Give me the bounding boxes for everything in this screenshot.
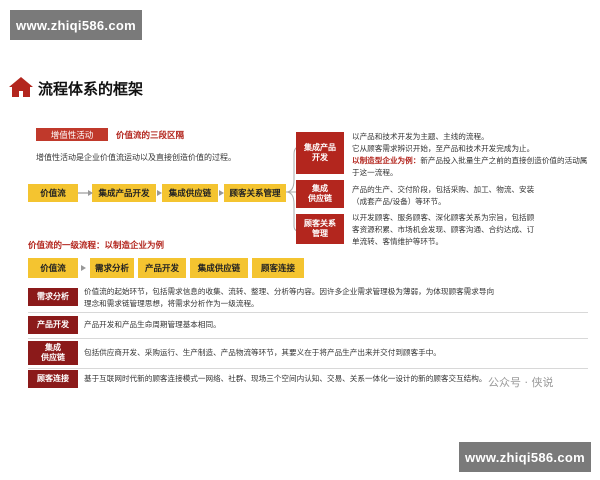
arrow-icon: [78, 190, 93, 196]
detail-customer-label: 顾客连接: [28, 370, 78, 388]
watermark-top: www.zhiqi586.com: [10, 10, 142, 40]
detail-product-label: 产品开发: [28, 316, 78, 334]
level1-product: 产品开发: [138, 258, 186, 278]
divider: [28, 338, 588, 339]
value-activity-subtitle: 价值流的三段区隔: [116, 131, 185, 141]
detail-demand-label: 需求分析: [28, 288, 78, 306]
detail-product-text: 产品开发和产品生命周期管理基本相同。: [84, 320, 221, 329]
arrow-icon: [157, 190, 162, 196]
home-icon: [9, 77, 33, 97]
level1-head: 价值流: [28, 258, 78, 278]
branch-isc-text: 产品的生产、交付阶段，包括采购、加工、物流、安装 （成套产品/设备）等环节。: [352, 185, 535, 206]
branch-crm-text: 以开发顾客、服务顾客、深化顾客关系为宗旨，包括顾 客资源积累、市场机会发现、顾客…: [352, 213, 535, 246]
detail-isc-label: 集成 供应链: [28, 341, 78, 365]
level1-customer: 顾客连接: [252, 258, 304, 278]
social-watermark: 公众号 · 侠说: [488, 376, 554, 389]
level1-demand: 需求分析: [90, 258, 134, 278]
chain-isc: 集成供应链: [162, 184, 218, 202]
detail-customer-text: 基于互联网时代新的顾客连接模式一网络、社群、现场三个空间内认知、交易、关系一体化…: [84, 374, 487, 383]
divider: [28, 368, 588, 369]
detail-isc-text: 包括供应商开发、采购运行、生产制造、产品物流等环节，其要义在于将产品生产出来并交…: [84, 348, 441, 357]
value-activity-desc: 增值性活动是企业价值流运动以及直接创造价值的过程。: [36, 153, 236, 162]
chain-value-stream: 价值流: [28, 184, 78, 202]
branch-isc-label: 集成 供应链: [296, 180, 344, 208]
arrow-icon: [219, 190, 224, 196]
watermark-bottom: www.zhiqi586.com: [459, 442, 591, 472]
page-title: 流程体系的框架: [38, 80, 144, 98]
chain-crm: 顾客关系管理: [224, 184, 286, 202]
level1-title: 价值流的一级流程：以制造企业为例: [28, 241, 165, 251]
value-activity-tag: 增值性活动: [36, 128, 108, 141]
detail-demand-text: 价值流的起始环节，包括需求信息的收集、流转、整理、分析等内容。因许多企业需求管理…: [84, 287, 495, 308]
branch-ipd-text: 以产品和技术开发为主题、主线的流程。 它从顾客需求辨识开始，至产品和技术开发完成…: [352, 132, 588, 177]
branch-crm-label: 顾客关系 管理: [296, 214, 344, 244]
divider: [28, 312, 588, 313]
level1-isc: 集成供应链: [190, 258, 248, 278]
arrow-icon: [81, 265, 86, 271]
chain-ipd: 集成产品开发: [92, 184, 156, 202]
branch-ipd-label: 集成产品 开发: [296, 132, 344, 174]
